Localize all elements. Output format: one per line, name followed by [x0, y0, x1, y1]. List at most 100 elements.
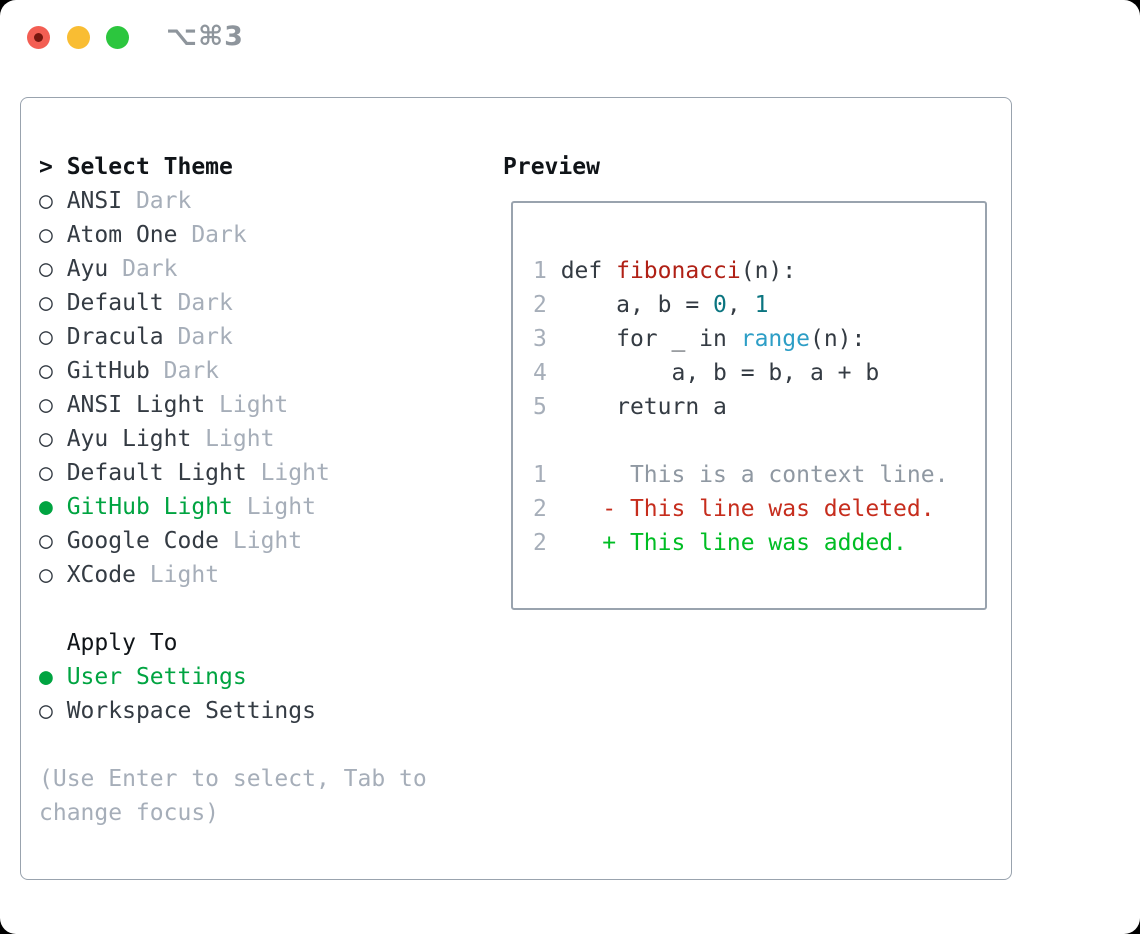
- diff-line-number: 1: [533, 462, 561, 488]
- diff-line-context: 1 This is a context line.: [533, 458, 985, 492]
- diff-line-text: This is a context line.: [560, 462, 949, 488]
- code-segment-function: fibonacci: [616, 258, 741, 284]
- theme-list: ○ ANSI Dark○ Atom One Dark○ Ayu Dark○ De…: [39, 184, 330, 592]
- code-segment-number: 1: [754, 292, 769, 318]
- code-line: 3 for _ in range(n):: [533, 322, 985, 356]
- theme-variant-badge: Dark: [122, 188, 192, 214]
- theme-option-label: Atom One: [66, 222, 178, 248]
- code-segment-plain: return a: [560, 394, 727, 420]
- radio-unselected-icon: ○: [39, 392, 67, 418]
- theme-variant-badge: Light: [205, 392, 289, 418]
- prompt-icon: >: [39, 154, 67, 180]
- apply-to-options: ● User Settings○ Workspace Settings: [39, 660, 316, 728]
- window-titlebar: ⌥⌘3: [0, 0, 1140, 75]
- code-line: 5 return a: [533, 390, 985, 424]
- theme-option[interactable]: ○ Ayu Light Light: [39, 422, 330, 456]
- code-line-number: 3: [533, 326, 561, 352]
- theme-option[interactable]: ○ Default Light Light: [39, 456, 330, 490]
- radio-unselected-icon: ○: [39, 222, 67, 248]
- code-segment-plain: a, b = b, a + b: [560, 360, 880, 386]
- code-line: 4 a, b = b, a + b: [533, 356, 985, 390]
- theme-variant-badge: Light: [191, 426, 275, 452]
- code-line-number: 1: [533, 258, 561, 284]
- radio-unselected-icon: ○: [39, 256, 67, 282]
- theme-option-label: Default Light: [66, 460, 247, 486]
- theme-option[interactable]: ● GitHub Light Light: [39, 490, 330, 524]
- radio-unselected-icon: ○: [39, 562, 67, 588]
- diff-line-number: 2: [533, 496, 561, 522]
- preview-spacer: [533, 424, 985, 458]
- code-segment-plain: (n):: [740, 258, 797, 284]
- close-button-dot: [34, 33, 43, 42]
- radio-unselected-icon: ○: [39, 358, 67, 384]
- theme-variant-badge: Dark: [149, 358, 220, 384]
- apply-to-option[interactable]: ● User Settings: [39, 660, 316, 694]
- code-segment-plain: def: [560, 258, 617, 284]
- diff-line-number: 2: [533, 530, 561, 556]
- theme-option[interactable]: ○ ANSI Light Light: [39, 388, 330, 422]
- theme-option-label: ANSI: [66, 188, 123, 214]
- theme-option[interactable]: ○ Google Code Light: [39, 524, 330, 558]
- theme-variant-badge: Dark: [177, 222, 247, 248]
- radio-unselected-icon: ○: [39, 460, 67, 486]
- theme-variant-badge: Light: [232, 494, 316, 520]
- diff-line-text: - This line was deleted.: [560, 496, 935, 522]
- code-line-number: 2: [533, 292, 561, 318]
- radio-unselected-icon: ○: [39, 290, 67, 316]
- code-line: 1 def fibonacci(n):: [533, 254, 985, 288]
- theme-picker-panel: > Select Theme ○ ANSI Dark○ Atom One Dar…: [20, 97, 1012, 880]
- apply-to-section: Apply To ● User Settings○ Workspace Sett…: [39, 626, 316, 728]
- diff-line-deleted: 2 - This line was deleted.: [533, 492, 985, 526]
- theme-option[interactable]: ○ XCode Light: [39, 558, 330, 592]
- theme-variant-badge: Dark: [163, 290, 233, 316]
- theme-option-label: Ayu Light: [66, 426, 192, 452]
- code-line-number: 4: [533, 360, 561, 386]
- theme-option-label: GitHub Light: [66, 494, 233, 520]
- theme-variant-badge: Light: [246, 460, 330, 486]
- zoom-button[interactable]: [106, 26, 129, 49]
- theme-menu: > Select Theme ○ ANSI Dark○ Atom One Dar…: [39, 150, 330, 592]
- code-segment-plain: (n):: [809, 326, 866, 352]
- theme-option[interactable]: ○ GitHub Dark: [39, 354, 330, 388]
- code-segment-builtin: range: [740, 326, 810, 352]
- theme-variant-badge: Light: [219, 528, 303, 554]
- apply-to-option-label: Workspace Settings: [66, 698, 316, 724]
- minimize-button[interactable]: [67, 26, 90, 49]
- theme-option-label: Google Code: [66, 528, 220, 554]
- theme-option-label: ANSI Light: [66, 392, 206, 418]
- theme-menu-header: > Select Theme: [39, 150, 330, 184]
- theme-option[interactable]: ○ Default Dark: [39, 286, 330, 320]
- code-segment-number: 0: [713, 292, 727, 318]
- theme-variant-badge: Dark: [163, 324, 233, 350]
- close-button[interactable]: [27, 26, 50, 49]
- radio-selected-icon: ●: [39, 494, 67, 520]
- theme-option-label: Dracula: [66, 324, 164, 350]
- radio-unselected-icon: ○: [39, 698, 67, 724]
- radio-unselected-icon: ○: [39, 188, 67, 214]
- theme-menu-title: Select Theme: [66, 154, 233, 180]
- window-title: ⌥⌘3: [166, 21, 244, 52]
- code-line-number: 5: [533, 394, 561, 420]
- preview-title: Preview: [503, 154, 600, 180]
- apply-to-header: Apply To: [39, 626, 316, 660]
- theme-option[interactable]: ○ Ayu Dark: [39, 252, 330, 286]
- theme-option-label: GitHub: [66, 358, 150, 384]
- apply-to-title: Apply To: [66, 630, 178, 656]
- theme-option[interactable]: ○ Atom One Dark: [39, 218, 330, 252]
- code-segment-plain: a, b =: [560, 292, 714, 318]
- theme-option[interactable]: ○ Dracula Dark: [39, 320, 330, 354]
- radio-unselected-icon: ○: [39, 528, 67, 554]
- theme-option-label: XCode: [66, 562, 136, 588]
- theme-option[interactable]: ○ ANSI Dark: [39, 184, 330, 218]
- radio-unselected-icon: ○: [39, 324, 67, 350]
- radio-unselected-icon: ○: [39, 426, 67, 452]
- diff-line-added: 2 + This line was added.: [533, 526, 985, 560]
- keyboard-hint: (Use Enter to select, Tab to change focu…: [39, 766, 427, 826]
- theme-option-label: Ayu: [66, 256, 109, 282]
- theme-option-label: Default: [66, 290, 164, 316]
- apply-to-option[interactable]: ○ Workspace Settings: [39, 694, 316, 728]
- theme-variant-badge: Dark: [108, 256, 178, 282]
